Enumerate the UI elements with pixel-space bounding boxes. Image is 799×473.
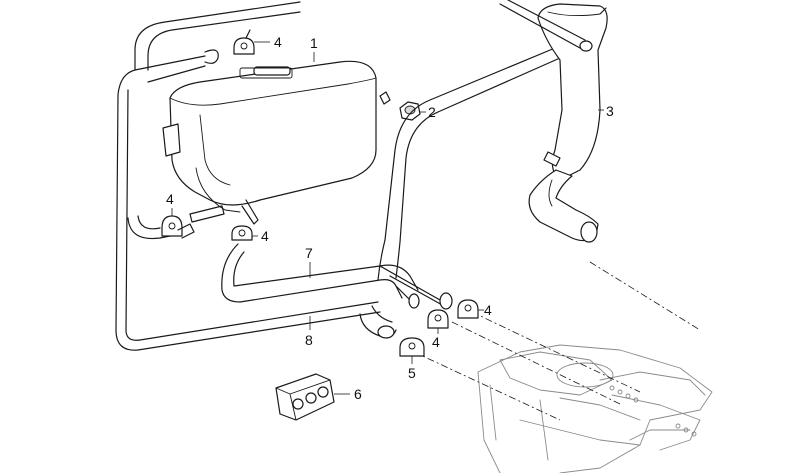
assembly-lines <box>413 261 701 421</box>
callout-1: 1 <box>310 35 318 51</box>
callout-3: 3 <box>606 103 614 119</box>
pipe-to-filler <box>359 47 561 339</box>
rubber-mount-part-6 <box>275 373 335 421</box>
hose-part-8 <box>115 1 381 351</box>
callout-4-top: 4 <box>274 34 282 50</box>
callout-7: 7 <box>305 245 313 261</box>
clamp-right-b <box>457 299 479 319</box>
grommet-part-2 <box>399 101 421 121</box>
callout-5: 5 <box>408 365 416 381</box>
filler-neck-part-3 <box>499 0 608 243</box>
callout-8: 8 <box>305 332 313 348</box>
body-outline-ghost <box>477 344 713 473</box>
clamp-top <box>233 29 255 55</box>
callout-4-right-b: 4 <box>432 334 440 350</box>
callout-labels: 1 2 3 4 4 4 4 4 5 6 7 8 <box>166 34 614 402</box>
callout-2: 2 <box>428 104 436 120</box>
clamp-part-5 <box>399 337 425 357</box>
callout-4-right-a: 4 <box>484 302 492 318</box>
leader-lines <box>171 41 604 395</box>
callout-4-middle: 4 <box>261 228 269 244</box>
clamp-right-a <box>427 309 449 329</box>
clamp-left <box>161 215 195 239</box>
callout-6: 6 <box>354 386 362 402</box>
callout-4-left: 4 <box>166 191 174 207</box>
reservoir-tank-part-1 <box>162 60 391 225</box>
hose-part-7 <box>221 243 453 310</box>
clamp-middle <box>231 225 253 241</box>
